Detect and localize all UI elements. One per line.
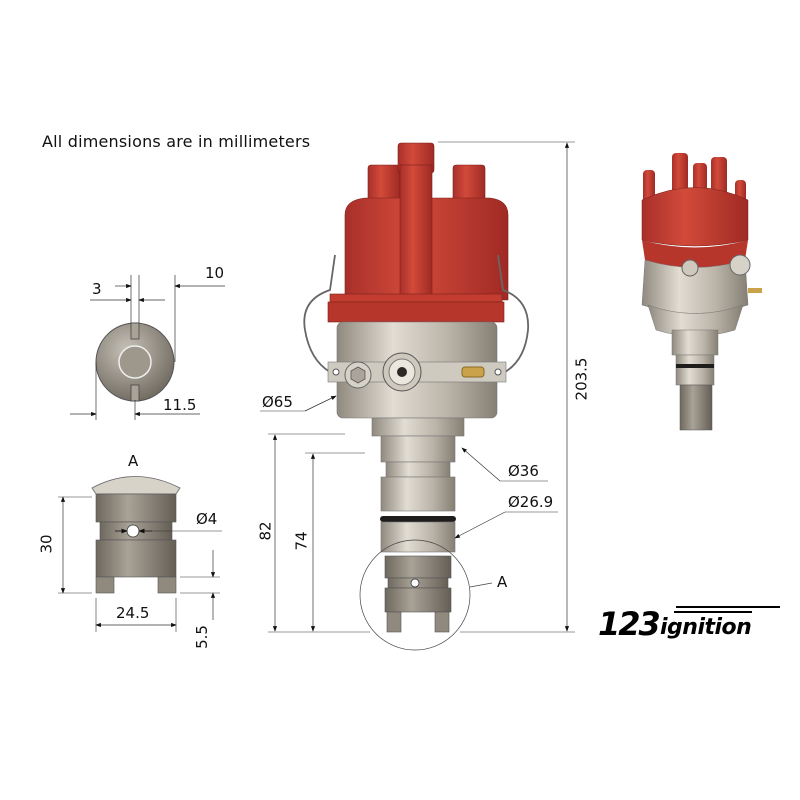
- detail-a-view: [58, 476, 222, 632]
- dim-body-dia: Ø65: [262, 393, 293, 411]
- dim-shaft-74: 74: [292, 531, 311, 551]
- end-view: [70, 275, 225, 420]
- dim-shaft-82: 82: [256, 521, 275, 541]
- dim-detail-width: 24.5: [116, 604, 150, 622]
- dim-radius: 11.5: [163, 396, 197, 414]
- dim-slot-width: 3: [92, 280, 102, 298]
- detail-a-label: A: [128, 452, 139, 470]
- dim-flange-dia: Ø36: [508, 462, 539, 480]
- dim-detail-height: 30: [37, 534, 56, 554]
- dim-shaft-dia: Ø26.9: [508, 493, 554, 511]
- units-note: All dimensions are in millimeters: [42, 132, 311, 151]
- logo-number: 123: [598, 605, 661, 643]
- dim-hole-dia: Ø4: [196, 510, 218, 528]
- logo-word: ignition: [660, 615, 752, 640]
- dim-tang: 5.5: [192, 625, 211, 649]
- front-view: [260, 141, 575, 651]
- detail-callout-a: A: [497, 573, 508, 591]
- iso-view: [641, 153, 762, 431]
- dim-overall-height: 203.5: [572, 357, 591, 401]
- logo-lines: [674, 606, 780, 613]
- dim-offset: 10: [205, 264, 225, 282]
- brand-logo: 123 ignition: [598, 605, 783, 645]
